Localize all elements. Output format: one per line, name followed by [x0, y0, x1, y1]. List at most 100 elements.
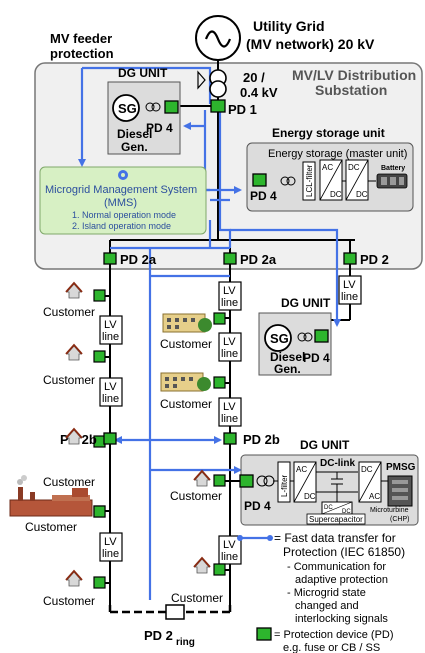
svg-text:MV/LV Distribution: MV/LV Distribution: [292, 67, 416, 83]
utility-grid-label-2: (MV network) 20 kV: [246, 36, 375, 52]
lv-line-b-2: line: [102, 393, 119, 405]
pmsg-label: PMSG: [386, 462, 416, 473]
lv-line-h-1: LV: [343, 279, 356, 291]
svg-text:LCL-filter: LCL-filter: [305, 164, 314, 197]
lv-line-h-2: line: [341, 291, 358, 303]
es-dc-label: DC: [330, 190, 342, 199]
dg-unit-1-title: DG UNIT: [118, 66, 168, 80]
svg-text:Gen.: Gen.: [121, 140, 148, 154]
svg-text:(CHP): (CHP): [390, 516, 409, 523]
pd2-ring-label: PD 2: [144, 628, 173, 643]
pd2a-mid-label: PD 2a: [240, 252, 277, 267]
lv-line-d-2: line: [221, 297, 238, 309]
customer-label-4: Customer: [25, 520, 77, 534]
svg-text:DG UNIT: DG UNIT: [300, 438, 350, 452]
lv-line-f-2: line: [221, 413, 238, 425]
svg-text:= Fast data transfer for: = Fast data transfer for: [274, 531, 396, 545]
svg-text:AC: AC: [322, 163, 333, 172]
dg-unit-3-title: DG UNIT: [300, 438, 350, 452]
legend-comm-5: - Microgrid state: [287, 587, 366, 599]
transformer-ratio-1: 20 /: [243, 70, 265, 85]
diesel-gen-1-line1: Diesel: [117, 127, 152, 141]
svg-text:1. Normal operation mode: 1. Normal operation mode: [72, 210, 176, 220]
lv-line-e-1: LV: [223, 336, 236, 348]
svg-text:Customer: Customer: [43, 475, 95, 489]
legend-comm-3: - Communication for: [287, 561, 386, 573]
switch-icon: [197, 70, 206, 90]
svg-text:0.4 kV: 0.4 kV: [240, 85, 278, 100]
es-transformer-icon: [280, 176, 296, 186]
house-icon: [65, 570, 83, 587]
pd2a-mid-device: [223, 252, 237, 265]
svg-text:PD 1: PD 1: [228, 102, 257, 117]
battery-icon: [376, 173, 408, 189]
customer-label-7: Customer: [160, 397, 212, 411]
mv-feeder-label-2: protection: [50, 46, 114, 61]
legend-comm-4: adaptive protection: [295, 574, 388, 586]
svg-text:= Protection device (PD): = Protection device (PD): [274, 629, 394, 641]
svg-text:adaptive protection: adaptive protection: [295, 574, 388, 586]
svg-text:DC: DC: [330, 190, 342, 199]
svg-text:DC-link: DC-link: [320, 458, 355, 469]
svg-text:Customer: Customer: [170, 489, 222, 503]
svg-text:PD 4: PD 4: [303, 351, 330, 365]
lv-line-c-2: line: [102, 548, 119, 560]
l-filter-box: [277, 461, 291, 503]
lv-line-g-2: line: [221, 551, 238, 563]
svg-text:Battery: Battery: [381, 165, 405, 172]
house-icon: [193, 470, 211, 487]
svg-text:Utility Grid: Utility Grid: [253, 18, 325, 34]
lv-line-a-2: line: [102, 331, 119, 343]
substation-title-1: MV/LV Distribution: [292, 67, 416, 83]
svg-text:PD 2b: PD 2b: [243, 432, 280, 447]
svg-text:(MV network) 20 kV: (MV network) 20 kV: [246, 36, 375, 52]
svg-text:protection: protection: [50, 46, 114, 61]
svg-text:SG: SG: [118, 101, 137, 116]
dg-3-ac2-label: AC: [369, 492, 380, 501]
apartment-building-icon: [162, 313, 212, 333]
svg-text:e.g. fuse or CB / SS: e.g. fuse or CB / SS: [283, 642, 380, 653]
pd2b-right-device: [223, 432, 237, 445]
pd2-right-device: [343, 252, 357, 265]
lv-line-c-1: LV: [104, 536, 117, 548]
pd1-label: PD 1: [228, 102, 257, 117]
svg-text:line: line: [102, 548, 119, 560]
transformer-ratio-2: 0.4 kV: [240, 85, 278, 100]
es-dc-out-label: DC: [356, 190, 368, 199]
lcl-filter-label: LCL-filter: [305, 164, 314, 197]
mms-title-2: (MMS): [104, 197, 137, 209]
dc-link-capacitor-icon: [316, 471, 358, 502]
svg-text:line: line: [341, 291, 358, 303]
svg-text:line: line: [102, 331, 119, 343]
svg-text:Customer: Customer: [171, 591, 223, 605]
svg-text:PD 2: PD 2: [144, 628, 173, 643]
svg-text:line: line: [221, 348, 238, 360]
legend-pd-1: = Protection device (PD): [274, 629, 394, 641]
utility-grid-label-1: Utility Grid: [253, 18, 325, 34]
svg-text:Energy storage (master unit): Energy storage (master unit): [268, 148, 407, 160]
mms-box: [39, 166, 207, 235]
svg-text:DC: DC: [348, 163, 360, 172]
house-icon: [193, 557, 211, 574]
sine-icon: [204, 30, 232, 48]
svg-text:line: line: [221, 297, 238, 309]
svg-text:Microgrid Management System: Microgrid Management System: [45, 184, 197, 196]
legend-comm-1: = Fast data transfer for: [274, 531, 396, 545]
apartment-building-icon: [160, 372, 211, 392]
microturbine-label-2: (CHP): [390, 516, 409, 523]
dg-unit-2-title: DG UNIT: [281, 296, 331, 310]
house-icon: [65, 282, 83, 299]
dc-link-label: DC-link: [320, 458, 355, 469]
legend: = Fast data transfer for Protection (IEC…: [237, 531, 405, 653]
svg-text:line: line: [102, 393, 119, 405]
svg-text:line: line: [221, 551, 238, 563]
factory-icon: [9, 475, 93, 517]
factory-pd-device: [93, 505, 106, 518]
svg-text:MV feeder: MV feeder: [50, 31, 112, 46]
dg-1-pd4-device: [164, 100, 179, 114]
house-icon: [65, 344, 83, 361]
mms-gear-icon: [118, 170, 128, 180]
svg-text:DC: DC: [324, 505, 333, 511]
svg-text:LV: LV: [104, 319, 117, 331]
svg-text:SG: SG: [270, 331, 289, 346]
